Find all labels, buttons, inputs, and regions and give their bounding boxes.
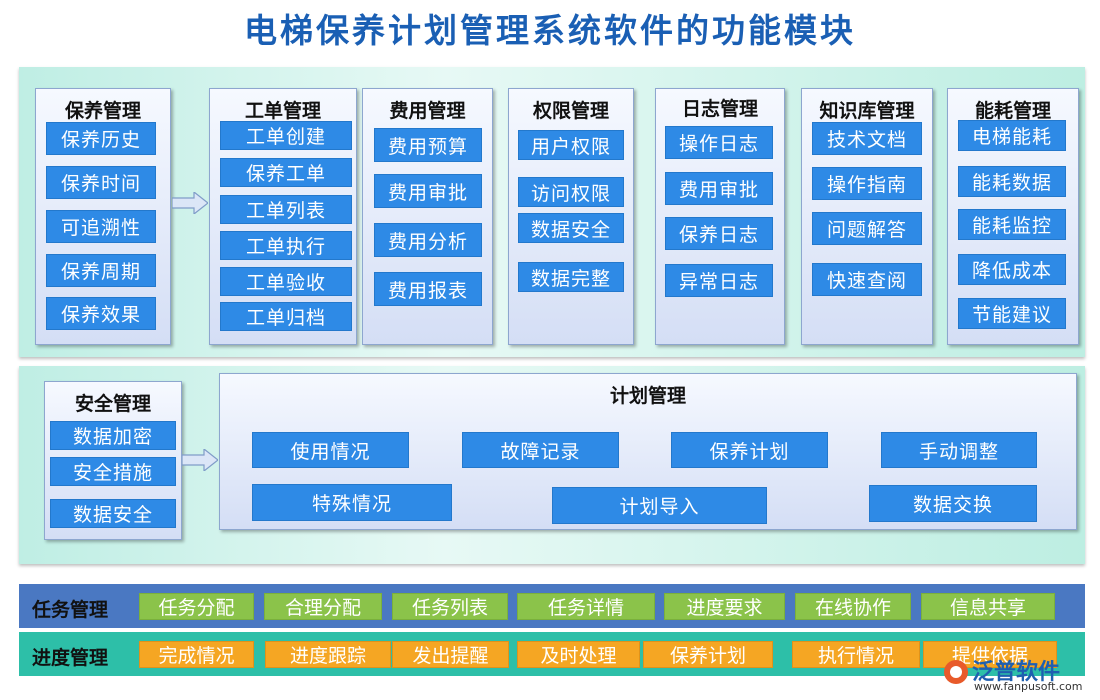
- module-item[interactable]: 保养效果: [46, 297, 156, 330]
- plan-item[interactable]: 保养计划: [671, 432, 828, 468]
- module-item[interactable]: 工单列表: [220, 195, 352, 224]
- progress-chip[interactable]: 发出提醒: [392, 641, 509, 668]
- security-item[interactable]: 数据加密: [50, 421, 176, 450]
- security-item[interactable]: 安全措施: [50, 457, 176, 486]
- brand-logo-icon: [944, 660, 968, 684]
- module-title: 能耗管理: [974, 100, 1051, 122]
- module-item[interactable]: 费用审批: [374, 174, 482, 208]
- progress-chip[interactable]: 保养计划: [643, 641, 773, 668]
- progress-chip[interactable]: 执行情况: [792, 641, 920, 668]
- plan-item[interactable]: 手动调整: [881, 432, 1037, 468]
- progress-chip[interactable]: 完成情况: [139, 641, 254, 668]
- progress-chip[interactable]: 及时处理: [517, 641, 640, 668]
- module-item[interactable]: 操作日志: [665, 126, 773, 159]
- task-chip[interactable]: 在线协作: [795, 593, 911, 620]
- plan-item[interactable]: 使用情况: [252, 432, 409, 468]
- module-item[interactable]: 操作指南: [812, 167, 922, 200]
- module-item[interactable]: 电梯能耗: [958, 120, 1066, 151]
- task-chip[interactable]: 合理分配: [264, 593, 382, 620]
- module-item[interactable]: 费用分析: [374, 223, 482, 257]
- plan-item[interactable]: 计划导入: [552, 487, 767, 524]
- arrow-right-icon: [182, 449, 218, 471]
- module-item[interactable]: 能耗数据: [958, 166, 1066, 197]
- task-chip[interactable]: 任务分配: [139, 593, 254, 620]
- arrow-right-icon: [172, 192, 208, 214]
- module-item[interactable]: 费用预算: [374, 128, 482, 162]
- module-item[interactable]: 访问权限: [518, 177, 624, 207]
- module-item[interactable]: 保养历史: [46, 122, 156, 155]
- plan-item[interactable]: 故障记录: [462, 432, 619, 468]
- module-item[interactable]: 工单创建: [220, 121, 352, 150]
- brand-watermark: 泛普软件 www.fanpusoft.com: [942, 654, 1092, 698]
- module-item[interactable]: 技术文档: [812, 122, 922, 155]
- module-title: 日志管理: [681, 98, 758, 120]
- module-item[interactable]: 费用报表: [374, 272, 482, 306]
- brand-url: www.fanpusoft.com: [974, 680, 1083, 693]
- module-title: 工单管理: [244, 100, 321, 122]
- module-item[interactable]: 能耗监控: [958, 209, 1066, 240]
- brand-name: 泛普软件: [972, 660, 1061, 685]
- task-chip[interactable]: 任务列表: [392, 593, 508, 620]
- module-item[interactable]: 数据完整: [518, 262, 624, 292]
- module-item[interactable]: 异常日志: [665, 264, 773, 297]
- module-item[interactable]: 节能建议: [958, 298, 1066, 329]
- progress-chip[interactable]: 提供依据: [923, 641, 1057, 668]
- plan-item[interactable]: 特殊情况: [252, 484, 452, 521]
- security-module-title: 安全管理: [74, 393, 151, 415]
- module-item[interactable]: 用户权限: [518, 130, 624, 160]
- module-item[interactable]: 工单验收: [220, 267, 352, 296]
- module-item[interactable]: 费用审批: [665, 172, 773, 205]
- progress-chip[interactable]: 进度跟踪: [265, 641, 391, 668]
- module-item[interactable]: 问题解答: [812, 212, 922, 245]
- module-item[interactable]: 工单归档: [220, 302, 352, 331]
- module-item[interactable]: 保养周期: [46, 254, 156, 287]
- module-item[interactable]: 数据安全: [518, 213, 624, 243]
- module-title: 权限管理: [532, 100, 609, 122]
- task-chip[interactable]: 进度要求: [664, 593, 785, 620]
- page-title: 电梯保养计划管理系统软件的功能模块: [244, 11, 856, 50]
- security-item[interactable]: 数据安全: [50, 499, 176, 528]
- module-item[interactable]: 降低成本: [958, 254, 1066, 285]
- module-item[interactable]: 保养日志: [665, 217, 773, 250]
- module-item[interactable]: 保养时间: [46, 166, 156, 199]
- module-item[interactable]: 可追溯性: [46, 210, 156, 243]
- module-item[interactable]: 保养工单: [220, 158, 352, 187]
- plan-module-title: 计划管理: [609, 385, 686, 407]
- task-chip[interactable]: 任务详情: [517, 593, 655, 620]
- module-title: 费用管理: [389, 100, 466, 122]
- module-item[interactable]: 快速查阅: [812, 263, 922, 296]
- module-column: 费用管理: [362, 88, 493, 345]
- progress-management-label: 进度管理: [32, 647, 109, 669]
- task-management-label: 任务管理: [32, 599, 109, 621]
- module-item[interactable]: 工单执行: [220, 231, 352, 260]
- plan-item[interactable]: 数据交换: [869, 485, 1037, 522]
- task-chip[interactable]: 信息共享: [921, 593, 1055, 620]
- module-title: 知识库管理: [819, 100, 915, 122]
- module-title: 保养管理: [64, 100, 141, 122]
